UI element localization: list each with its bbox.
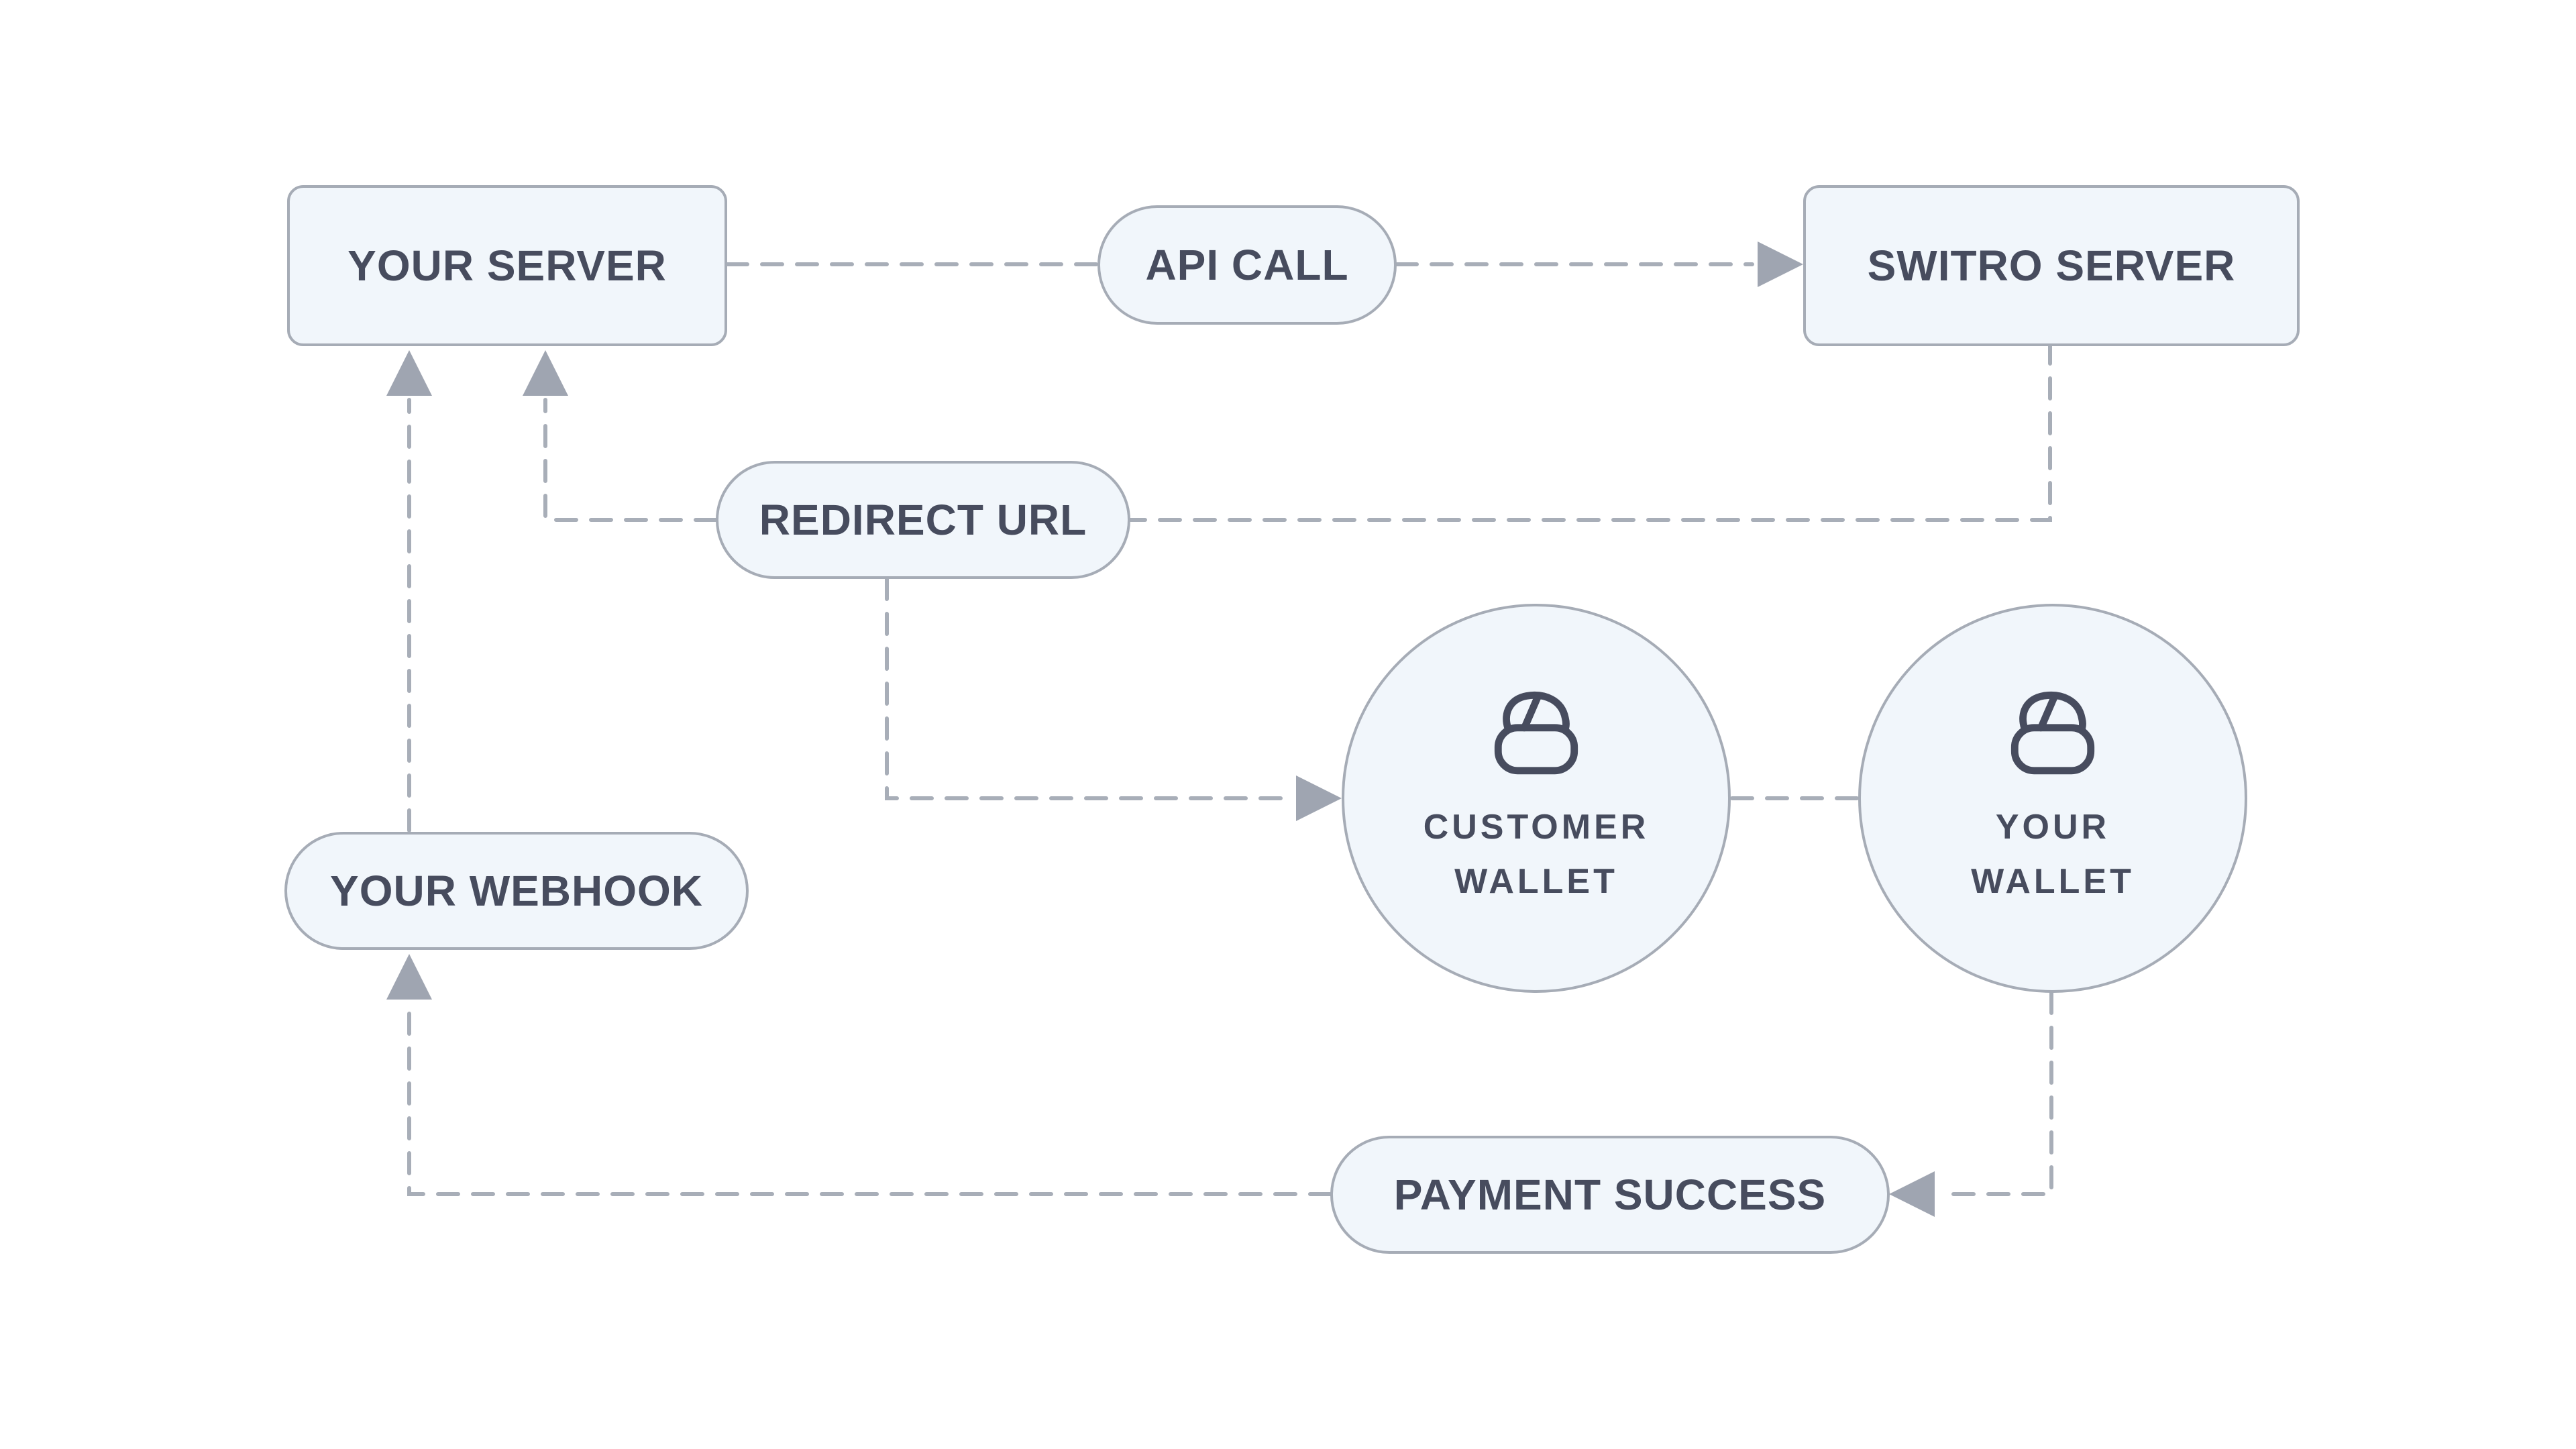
node-customer-wallet-label: CUSTOMER WALLET	[1423, 808, 1650, 901]
node-redirect-url: REDIRECT URL	[716, 461, 1130, 579]
node-switro-server: SWITRO SERVER	[1803, 185, 2300, 346]
wallet-icon	[1492, 688, 1580, 775]
connector-switro-server-to-redirect-url	[1128, 341, 2052, 522]
wallet-icon	[2008, 688, 2097, 775]
connector-your-wallet-to-payment-success	[1938, 991, 2053, 1196]
node-api-call-label: API CALL	[1145, 241, 1349, 289]
node-payment-success-label: PAYMENT SUCCESS	[1393, 1171, 1827, 1219]
node-your-server-label: YOUR SERVER	[347, 241, 667, 290]
arrowhead-into-your-server-left	[386, 350, 432, 396]
node-your-webhook: YOUR WEBHOOK	[284, 832, 749, 950]
node-redirect-url-label: REDIRECT URL	[759, 496, 1087, 544]
node-customer-wallet: CUSTOMER WALLET	[1342, 604, 1731, 993]
connector-payment-success-to-your-webhook	[407, 1002, 1332, 1196]
arrowhead-into-your-server-right	[523, 350, 568, 396]
node-your-wallet: YOUR WALLET	[1858, 604, 2247, 993]
node-your-wallet-label: YOUR WALLET	[1971, 808, 2135, 901]
node-your-server: YOUR SERVER	[287, 185, 727, 346]
arrowhead-into-customer-wallet	[1296, 775, 1342, 821]
node-switro-server-label: SWITRO SERVER	[1867, 241, 2236, 290]
node-payment-success: PAYMENT SUCCESS	[1330, 1136, 1890, 1254]
arrowhead-into-switro-server	[1758, 241, 1803, 287]
connector-redirect-url-to-your-server	[543, 398, 718, 522]
connector-redirect-url-to-customer-wallet	[885, 577, 1294, 800]
arrowhead-into-payment-success	[1889, 1171, 1935, 1217]
node-your-webhook-label: YOUR WEBHOOK	[330, 867, 703, 915]
node-api-call: API CALL	[1097, 205, 1397, 325]
arrowhead-into-your-webhook	[386, 954, 432, 1000]
